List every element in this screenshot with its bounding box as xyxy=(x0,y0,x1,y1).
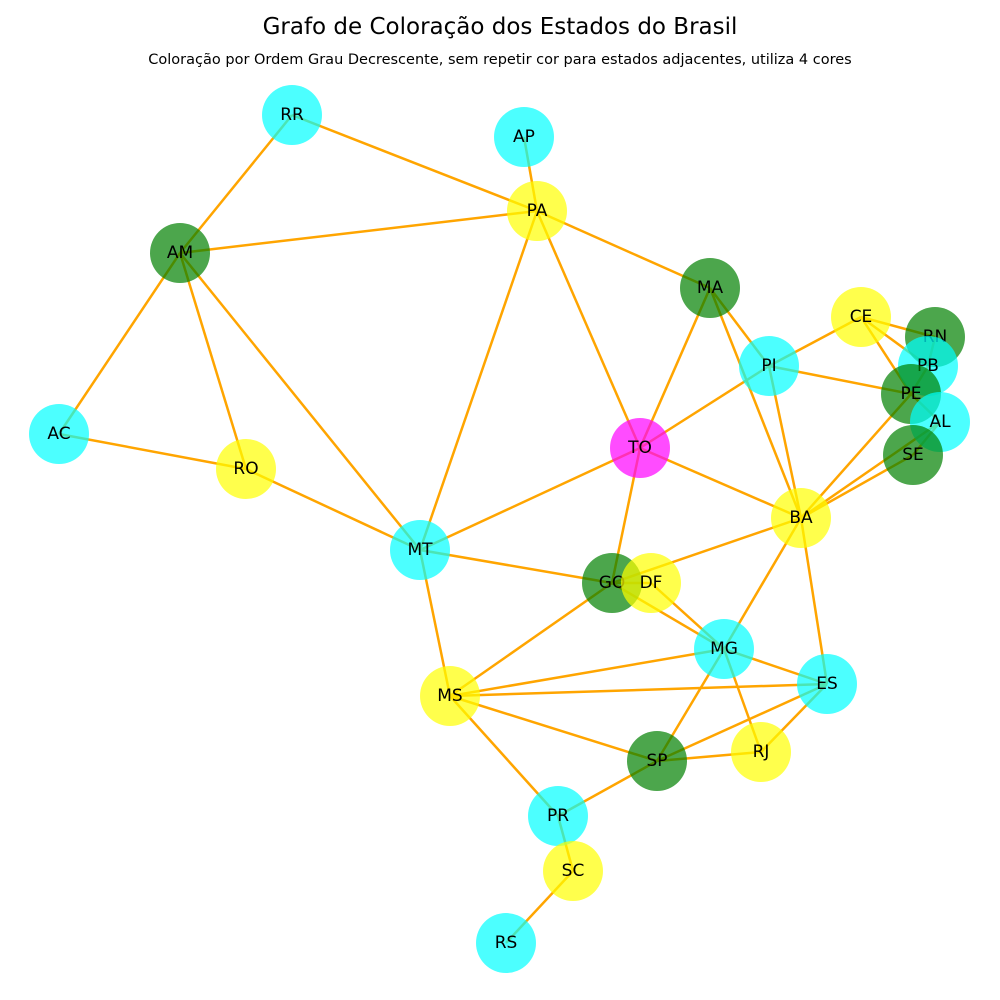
node-label-rj: RJ xyxy=(753,742,770,762)
edge-to-mt xyxy=(419,446,641,552)
edge-pa-ma xyxy=(536,209,711,290)
node-label-mt: MT xyxy=(407,540,433,560)
node-label-al: AL xyxy=(929,412,951,432)
edge-mg-ms xyxy=(449,647,725,698)
edge-pa-am xyxy=(179,209,538,255)
node-label-pe: PE xyxy=(901,384,922,404)
node-label-go: GO xyxy=(599,573,626,593)
node-circle-ro xyxy=(216,439,276,499)
node-sc: SC xyxy=(543,841,603,901)
node-circle-ma xyxy=(680,258,740,318)
node-circle-pa xyxy=(507,181,567,241)
node-pi: PI xyxy=(739,336,799,396)
node-pa: PA xyxy=(507,181,567,241)
node-circle-to xyxy=(610,418,670,478)
edge-ms-es xyxy=(449,682,828,698)
node-label-ro: RO xyxy=(233,459,258,479)
node-circle-sp xyxy=(627,731,687,791)
node-label-rr: RR xyxy=(280,105,304,125)
edge-am-mt xyxy=(179,252,421,551)
node-ac: AC xyxy=(29,404,89,464)
node-label-pi: PI xyxy=(761,356,776,376)
edge-pa-mt xyxy=(418,210,539,551)
node-label-sc: SC xyxy=(562,861,585,881)
node-label-pr: PR xyxy=(547,806,569,826)
node-circle-sc xyxy=(543,841,603,901)
edge-am-ac xyxy=(57,252,182,435)
node-circle-ms xyxy=(420,666,480,726)
node-circle-rr xyxy=(262,85,322,145)
node-ro: RO xyxy=(216,439,276,499)
node-ma: MA xyxy=(680,258,740,318)
node-label-pa: PA xyxy=(527,201,548,221)
nodes-layer: RRAPPAAMMACERNPBPIPEALSEACROTOBAMTGODFMG… xyxy=(29,85,970,973)
node-circle-mt xyxy=(390,520,450,580)
node-ce: CE xyxy=(831,287,891,347)
node-circle-rj xyxy=(731,722,791,782)
node-label-ms: MS xyxy=(437,686,462,706)
node-ms: MS xyxy=(420,666,480,726)
edge-ac-ro xyxy=(58,432,247,471)
node-circle-pr xyxy=(528,786,588,846)
node-label-rs: RS xyxy=(495,933,518,953)
edge-go-ms xyxy=(449,581,613,698)
node-pr: PR xyxy=(528,786,588,846)
edge-rr-pa xyxy=(291,113,538,213)
node-circle-es xyxy=(797,654,857,714)
node-circle-ap xyxy=(494,107,554,167)
edge-ro-mt xyxy=(245,467,421,552)
node-circle-am xyxy=(150,223,210,283)
node-rj: RJ xyxy=(731,722,791,782)
edge-am-ro xyxy=(178,252,248,470)
node-label-df: DF xyxy=(640,573,663,593)
node-label-es: ES xyxy=(816,674,838,694)
edge-ms-sp xyxy=(449,694,658,763)
node-label-ce: CE xyxy=(850,307,873,327)
node-label-ma: MA xyxy=(697,278,724,298)
node-am: AM xyxy=(150,223,210,283)
chart-subtitle: Coloração por Ordem Grau Decrescente, se… xyxy=(148,52,852,68)
node-label-sp: SP xyxy=(646,751,667,771)
node-ba: BA xyxy=(771,488,831,548)
node-circle-ce xyxy=(831,287,891,347)
node-label-ac: AC xyxy=(47,424,70,444)
node-circle-rs xyxy=(476,913,536,973)
edge-pa-to xyxy=(535,210,642,449)
node-circle-df xyxy=(621,553,681,613)
node-label-se: SE xyxy=(902,445,924,465)
node-circle-se xyxy=(883,425,943,485)
node-label-ap: AP xyxy=(513,127,535,147)
node-rs: RS xyxy=(476,913,536,973)
chart-title: Grafo de Coloração dos Estados do Brasil xyxy=(262,14,738,40)
node-circle-ba xyxy=(771,488,831,548)
node-rr: RR xyxy=(262,85,322,145)
node-circle-pi xyxy=(739,336,799,396)
node-es: ES xyxy=(797,654,857,714)
node-mg: MG xyxy=(694,619,754,679)
edge-ma-ba xyxy=(708,287,803,519)
node-to: TO xyxy=(610,418,670,478)
node-circle-ac xyxy=(29,404,89,464)
node-label-mg: MG xyxy=(710,639,738,659)
node-df: DF xyxy=(621,553,681,613)
node-mt: MT xyxy=(390,520,450,580)
node-ap: AP xyxy=(494,107,554,167)
edge-sp-es xyxy=(656,682,828,763)
node-se: SE xyxy=(883,425,943,485)
edge-mt-go xyxy=(419,548,613,585)
node-label-to: TO xyxy=(627,438,652,458)
node-sp: SP xyxy=(627,731,687,791)
node-circle-mg xyxy=(694,619,754,679)
node-label-am: AM xyxy=(167,243,193,263)
node-label-ba: BA xyxy=(789,508,813,528)
